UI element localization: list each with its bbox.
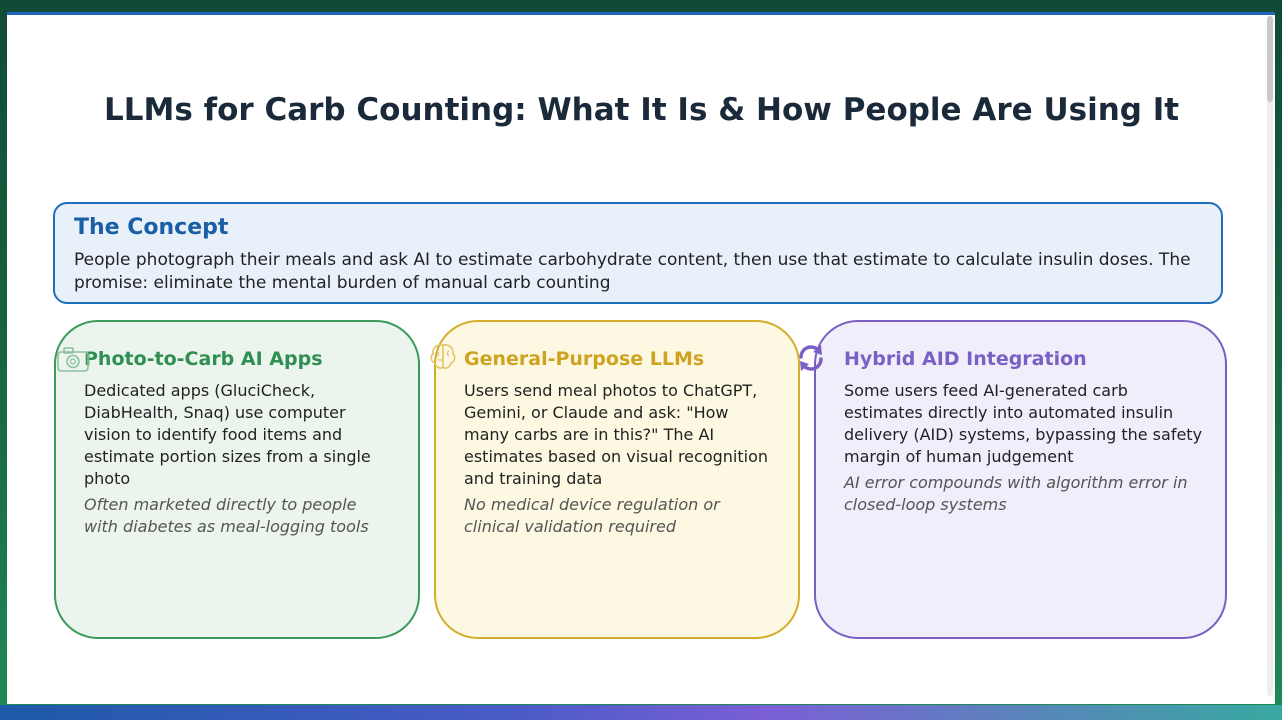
concept-body: People photograph their meals and ask AI…	[74, 250, 1191, 293]
card-heading: Photo-to-Carb AI Apps	[84, 348, 323, 370]
card-body: Users send meal photos to ChatGPT, Gemin…	[464, 381, 768, 488]
bottom-accent-bar	[0, 705, 1282, 720]
scrollbar[interactable]	[1267, 16, 1273, 696]
card-note: AI error compounds with algorithm error …	[844, 473, 1188, 514]
card-photo-to-carb: Photo-to-Carb AI Apps Dedicated apps (Gl…	[54, 320, 420, 639]
brain-icon	[430, 344, 456, 369]
concept-box: The Concept People photograph their meal…	[53, 202, 1223, 304]
camera-icon	[57, 347, 89, 372]
card-note: Often marketed directly to people with d…	[84, 495, 369, 536]
concept-heading: The Concept	[74, 215, 229, 240]
card-general-purpose-llms: General-Purpose LLMs Users send meal pho…	[434, 320, 800, 639]
card-heading: General-Purpose LLMs	[464, 348, 705, 370]
card-note: No medical device regulation or clinical…	[464, 495, 720, 536]
card-heading: Hybrid AID Integration	[844, 348, 1087, 370]
page-title: LLMs for Carb Counting: What It Is & How…	[104, 92, 1180, 128]
card-hybrid-aid: Hybrid AID Integration Some users feed A…	[814, 320, 1227, 639]
card-body: Dedicated apps (GluciCheck, DiabHealth, …	[84, 381, 371, 488]
slide-top-border	[7, 12, 1275, 15]
card-body: Some users feed AI-generated carb estima…	[844, 381, 1203, 466]
scrollbar-thumb[interactable]	[1267, 16, 1273, 102]
slide: LLMs for Carb Counting: What It Is & How…	[7, 12, 1275, 704]
sync-icon	[799, 345, 823, 371]
